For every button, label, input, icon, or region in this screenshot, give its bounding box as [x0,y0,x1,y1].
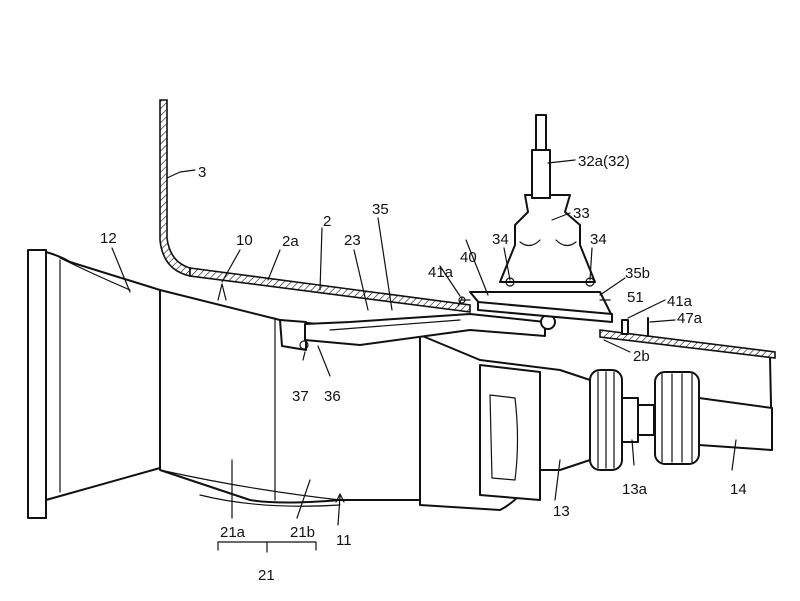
dash-panel [159,99,191,277]
arrow-11 [335,493,345,503]
label-2b: 2b [633,348,650,365]
label-37: 37 [292,388,309,405]
label-32a: 32a(32) [578,153,630,170]
shift-linkage [304,313,556,346]
label-14: 14 [730,481,747,498]
label-2: 2 [323,213,331,230]
shift-lever [531,114,551,199]
label-21a: 21a [220,524,246,541]
leader-lines [111,159,737,553]
label-41a-right: 41a [667,293,693,310]
label-21: 21 [258,567,275,584]
label-51: 51 [627,289,644,306]
label-3: 3 [198,164,206,181]
label-13a: 13a [622,481,648,498]
right-bolts [621,317,649,337]
bell-housing [27,249,161,519]
label-36: 36 [324,388,341,405]
propeller-shaft [654,371,773,465]
label-23: 23 [344,232,361,249]
shifter-base [457,291,613,323]
label-34-left: 34 [492,231,509,248]
label-12: 12 [100,230,117,247]
label-13: 13 [553,503,570,520]
label-41a-left: 41a [428,264,454,281]
label-34-right: 34 [590,231,607,248]
label-10: 10 [236,232,253,249]
label-40: 40 [460,249,477,266]
label-2a: 2a [282,233,299,250]
label-47a: 47a [677,310,703,327]
extension-housing [419,334,591,511]
arrow-10 [217,283,227,301]
label-35b: 35b [625,265,650,282]
label-11: 11 [336,532,352,549]
shift-tower [499,194,596,287]
floor-panel [189,267,776,359]
coupling-13a [589,369,655,471]
label-21b: 21b [290,524,315,541]
label-35: 35 [372,201,389,218]
label-33: 33 [573,205,590,222]
